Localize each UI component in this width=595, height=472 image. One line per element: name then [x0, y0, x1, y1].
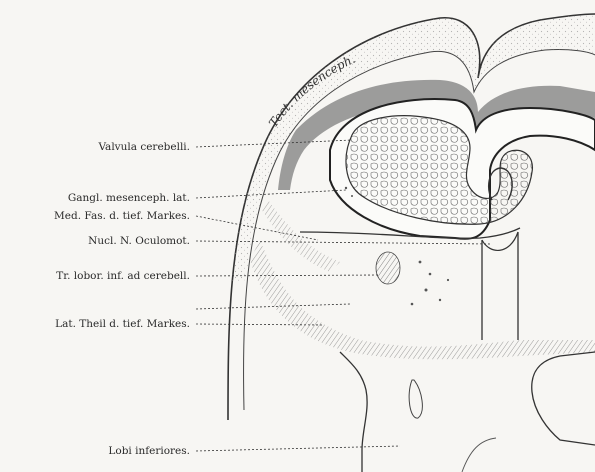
lobi-inner-contour	[409, 380, 422, 418]
lateral-tract-hatching	[250, 240, 595, 359]
medial-fasciculus-hatching	[262, 200, 340, 272]
label-lat-theil: Lat. Theil d. tief. Markes.	[55, 318, 190, 330]
label-tr-lobor: Tr. lobor. inf. ad cerebell.	[56, 270, 190, 282]
label-nucl-oculomot: Nucl. N. Oculomot.	[88, 235, 190, 247]
lobi-bottom-curve	[462, 438, 496, 472]
label-valvula-cerebelli: Valvula cerebelli.	[98, 141, 190, 153]
leader-gangl	[196, 190, 346, 198]
oculomotor-nucleus	[376, 252, 400, 284]
label-lobi-inferiores: Lobi inferiores.	[108, 445, 190, 457]
lobi-inferiores-outline	[340, 352, 595, 472]
leader-lobi	[196, 446, 400, 451]
leader-trlobor	[196, 275, 380, 276]
label-gangl-mesenceph: Gangl. mesenceph. lat.	[68, 192, 190, 204]
label-med-fas: Med. Fas. d. tief. Markes.	[54, 210, 190, 222]
